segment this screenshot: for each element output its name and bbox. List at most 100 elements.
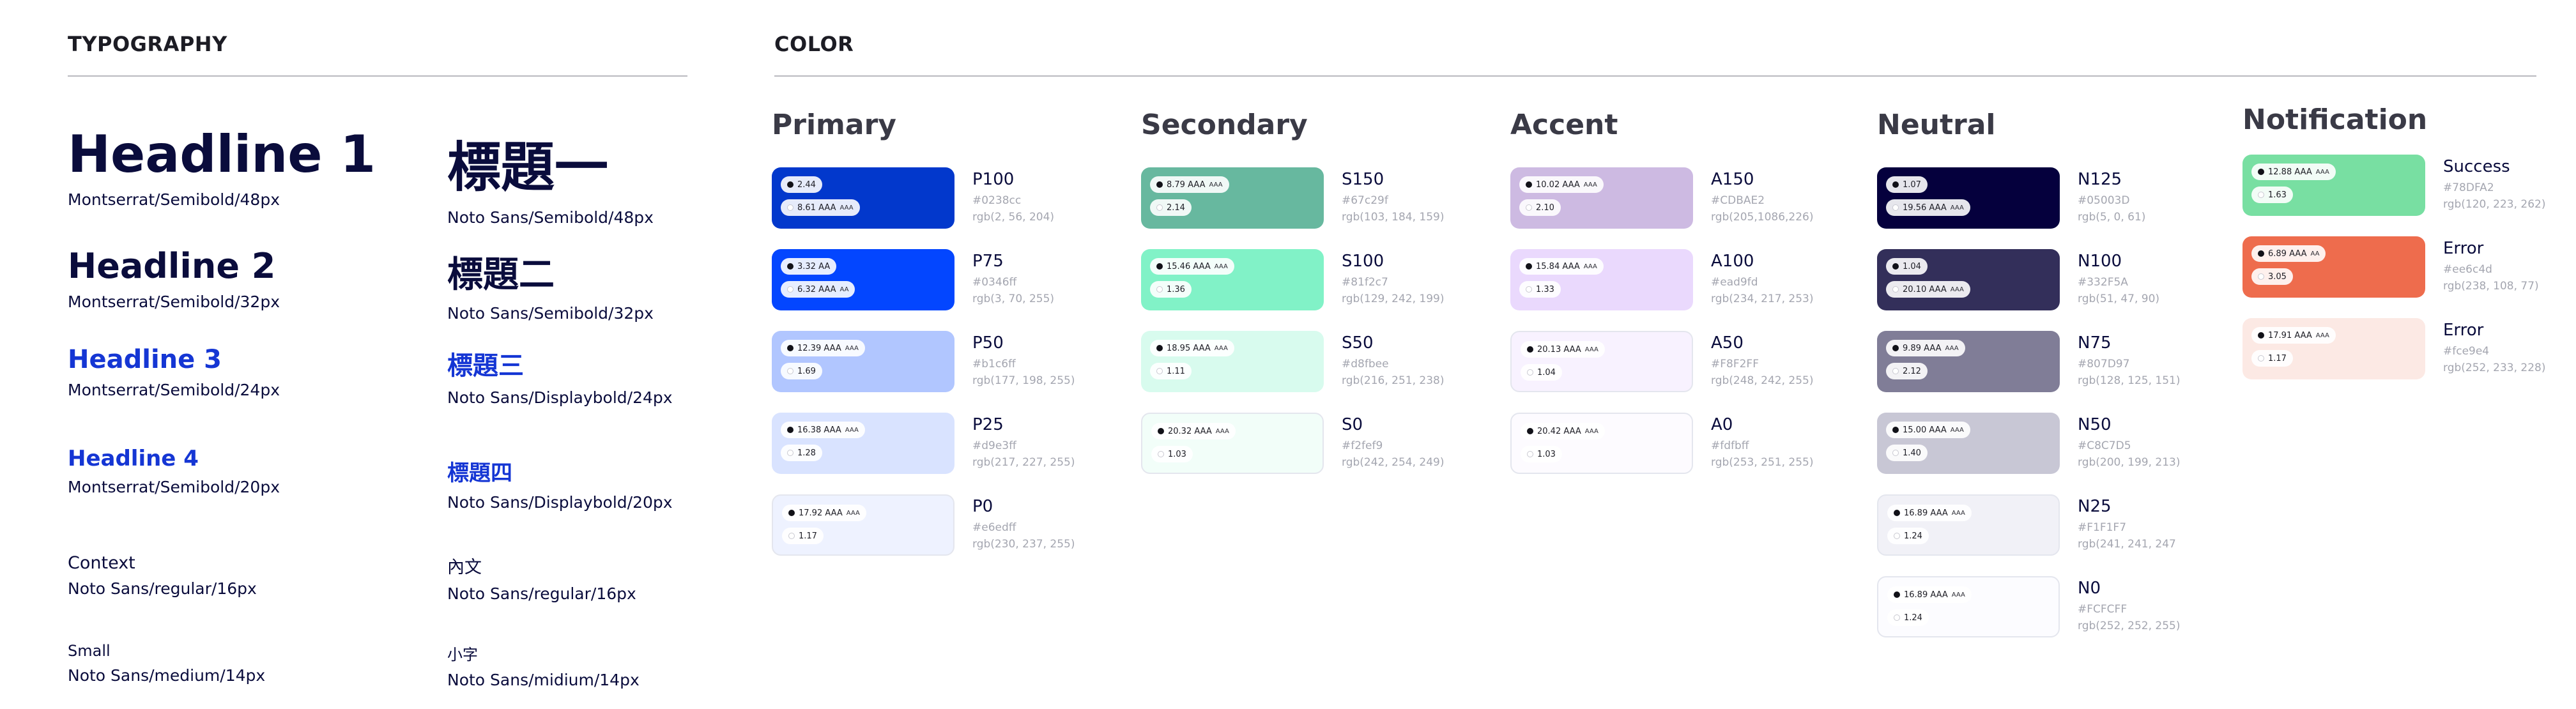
type-sample: 標題二	[447, 254, 555, 296]
dark-text-dot-icon	[1892, 427, 1899, 433]
contrast-ratio: 20.13 AAA	[1537, 344, 1581, 354]
contrast-ratio: 1.28	[797, 448, 816, 458]
color-code: P75	[972, 252, 1004, 271]
contrast-ratio: 2.12	[1903, 366, 1921, 376]
type-spec: Montserrat/Semibold/32px	[68, 293, 280, 311]
contrast-badge: AA	[2310, 250, 2320, 257]
contrast-badge: AAA	[845, 344, 859, 352]
contrast-ratio: 12.88 AAA	[2268, 167, 2312, 177]
contrast-pill: 1.24	[1887, 609, 1929, 626]
color-code: Success	[2443, 157, 2510, 176]
light-text-dot-icon	[787, 204, 793, 211]
dark-text-dot-icon	[1156, 181, 1163, 188]
color-divider	[774, 75, 2536, 77]
contrast-ratio: 10.02 AAA	[1536, 179, 1580, 190]
light-text-dot-icon	[1156, 286, 1163, 293]
contrast-pill: 2.10	[1519, 199, 1561, 216]
color-hex: #f2fef9	[1342, 439, 1383, 452]
contrast-badge: AAA	[1583, 263, 1597, 270]
contrast-ratio: 6.89 AAA	[2268, 248, 2307, 259]
dark-text-dot-icon	[1894, 510, 1900, 516]
color-rgb: rgb(238, 108, 77)	[2443, 280, 2539, 293]
light-text-dot-icon	[2258, 273, 2264, 280]
type-spec: Noto Sans/Semibold/32px	[447, 304, 654, 323]
dark-text-dot-icon	[1526, 181, 1532, 188]
contrast-pill: 1.04	[1886, 258, 1928, 275]
color-hex: #CDBAE2	[1711, 194, 1765, 207]
dark-text-dot-icon	[1156, 263, 1163, 270]
contrast-pill: 1.17	[782, 528, 824, 544]
dark-text-dot-icon	[1892, 345, 1899, 351]
type-sample: 小字	[447, 646, 478, 664]
contrast-ratio: 16.89 AAA	[1904, 508, 1948, 518]
type-sample: Headline 1	[68, 125, 376, 184]
contrast-ratio: 1.69	[797, 366, 816, 376]
light-text-dot-icon	[1894, 614, 1900, 621]
color-hex: #FCFCFF	[2078, 603, 2128, 616]
contrast-pill: 1.03	[1521, 446, 1562, 462]
contrast-ratio: 8.61 AAA	[797, 202, 836, 213]
type-sample: 標題三	[447, 351, 524, 381]
contrast-pill: 3.32 AA	[781, 258, 837, 275]
color-title: COLOR	[774, 32, 854, 56]
color-rgb: rgb(5, 0, 61)	[2078, 211, 2146, 224]
dark-text-dot-icon	[787, 345, 793, 351]
color-rgb: rgb(103, 184, 159)	[1342, 211, 1445, 224]
color-hex: #67c29f	[1342, 194, 1388, 207]
light-text-dot-icon	[1527, 451, 1533, 457]
contrast-pill: 1.17	[2251, 350, 2293, 367]
contrast-badge: AAA	[1950, 426, 1964, 434]
contrast-ratio: 15.00 AAA	[1903, 425, 1947, 435]
dark-text-dot-icon	[1892, 263, 1899, 270]
contrast-ratio: 19.56 AAA	[1903, 202, 1947, 213]
type-sample: Headline 4	[68, 446, 199, 471]
contrast-pill: 3.05	[2251, 268, 2293, 285]
color-hex: #332F5A	[2078, 276, 2128, 289]
light-text-dot-icon	[2258, 355, 2264, 362]
dark-text-dot-icon	[1894, 591, 1900, 598]
contrast-ratio: 1.36	[1167, 284, 1185, 294]
color-rgb: rgb(252, 252, 255)	[2078, 620, 2181, 632]
color-hex: #0346ff	[972, 276, 1017, 289]
light-text-dot-icon	[1892, 368, 1899, 374]
